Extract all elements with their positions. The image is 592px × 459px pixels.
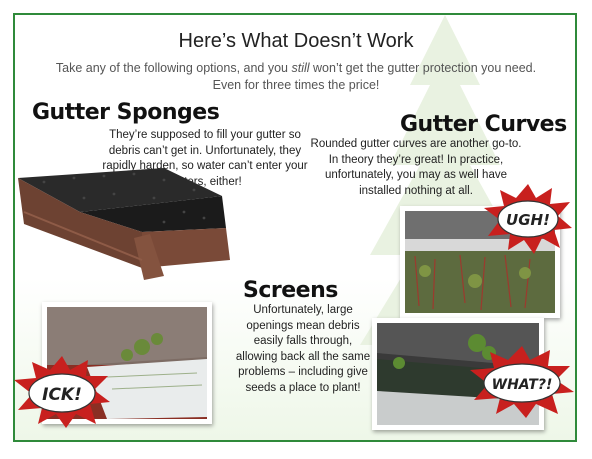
screens-heading: Screens [243, 278, 338, 303]
ugh-burst: UGH! [484, 184, 572, 254]
gutter-sponge-image [18, 168, 230, 280]
sponges-heading: Gutter Sponges [32, 100, 220, 125]
subtitle-emphasis: still [291, 61, 310, 75]
page-subtitle: Take any of the following options, and y… [55, 61, 537, 92]
screens-body: Unfortunately, large openings mean debri… [235, 304, 371, 394]
curves-heading: Gutter Curves [400, 112, 567, 137]
ugh-text: UGH! [506, 211, 550, 229]
gutter-curves-photo [400, 206, 560, 318]
ick-burst: ICK! [14, 356, 110, 428]
what-burst: WHAT?! [470, 346, 574, 418]
ick-text: ICK! [42, 385, 82, 405]
curves-body: Rounded gutter curves are another go-to.… [310, 138, 522, 197]
page-title: Here’s What Doesn’t Work [178, 30, 414, 52]
what-text: WHAT?! [492, 377, 553, 393]
